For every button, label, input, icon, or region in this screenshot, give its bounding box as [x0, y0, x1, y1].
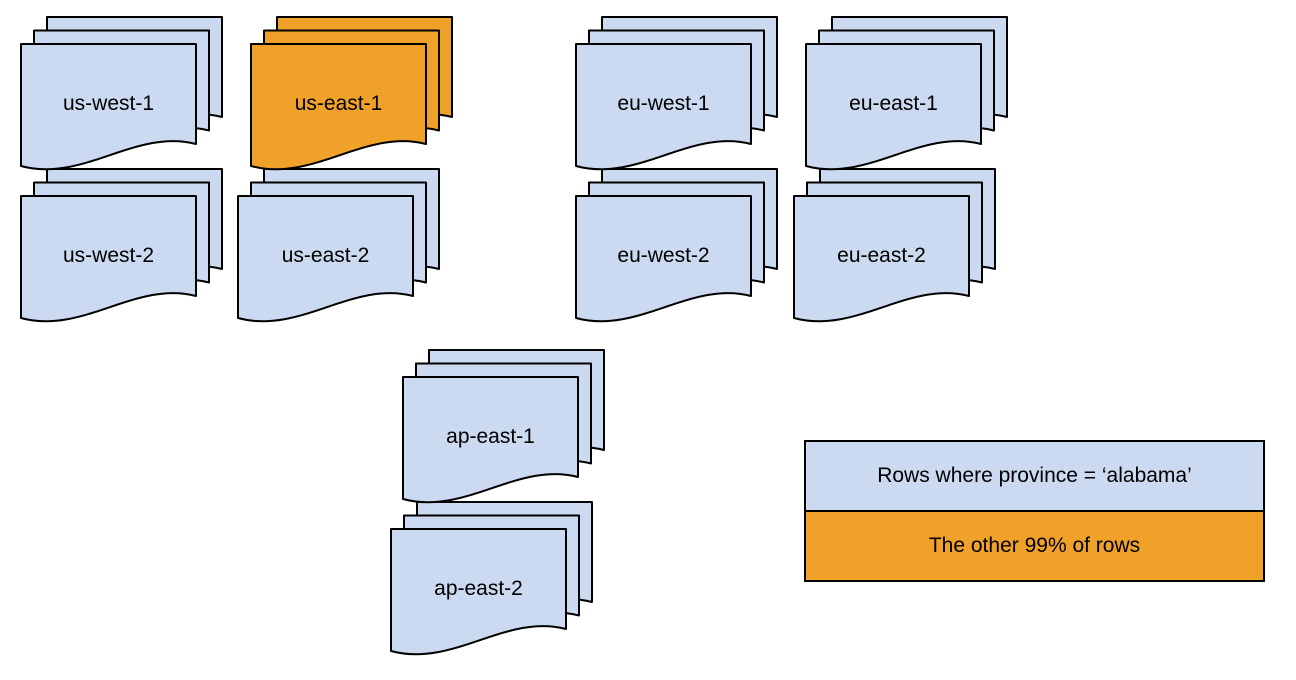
document-stack-icon — [250, 16, 453, 171]
region-stack-us-west-2: us-west-2 — [20, 168, 223, 325]
region-label: eu-west-2 — [617, 244, 710, 267]
legend-label: The other 99% of rows — [928, 534, 1141, 557]
legend-row-other-rows: The other 99% of rows — [806, 510, 1263, 580]
document-stack-icon — [237, 168, 440, 323]
region-stack-eu-east-2: eu-east-2 — [793, 168, 996, 325]
region-label: us-east-1 — [294, 92, 383, 115]
document-stack-icon — [575, 16, 778, 171]
document-stack-icon — [575, 168, 778, 323]
region-label: ap-east-2 — [434, 577, 523, 600]
region-stack-ap-east-2: ap-east-2 — [390, 501, 593, 658]
document-stack-icon — [20, 16, 223, 171]
legend-label: Rows where province = ‘alabama’ — [877, 464, 1192, 487]
region-stack-ap-east-1: ap-east-1 — [402, 349, 605, 506]
region-stack-us-east-2: us-east-2 — [237, 168, 440, 325]
region-stack-us-east-1: us-east-1 — [250, 16, 453, 173]
region-stack-eu-west-1: eu-west-1 — [575, 16, 778, 173]
document-stack-icon — [402, 349, 605, 504]
legend-row-alabama-rows: Rows where province = ‘alabama’ — [806, 442, 1263, 510]
document-stack-icon — [793, 168, 996, 323]
region-label: eu-east-1 — [849, 92, 938, 115]
document-stack-icon — [805, 16, 1008, 171]
region-label: eu-east-2 — [837, 244, 926, 267]
region-label: us-west-1 — [62, 92, 155, 115]
region-label: eu-west-1 — [617, 92, 710, 115]
region-label: us-west-2 — [62, 244, 155, 267]
document-stack-icon — [390, 501, 593, 656]
region-stack-eu-east-1: eu-east-1 — [805, 16, 1008, 173]
document-stack-icon — [20, 168, 223, 323]
region-label: ap-east-1 — [446, 425, 535, 448]
legend: Rows where province = ‘alabama’ The other… — [804, 440, 1265, 582]
region-label: us-east-2 — [281, 244, 370, 267]
region-stack-us-west-1: us-west-1 — [20, 16, 223, 173]
region-stack-eu-west-2: eu-west-2 — [575, 168, 778, 325]
